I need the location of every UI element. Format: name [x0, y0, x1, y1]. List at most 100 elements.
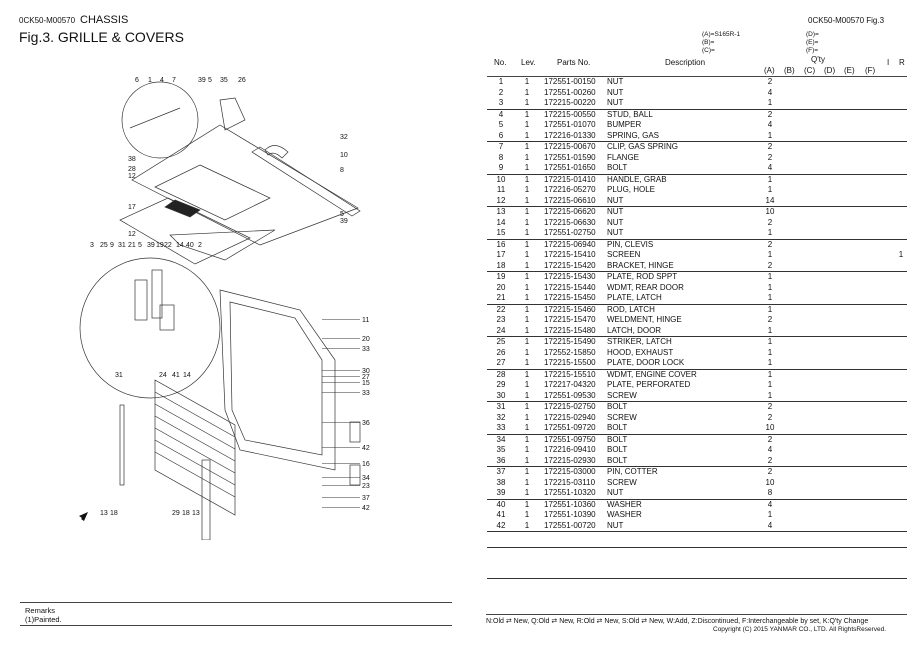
screen-panel: [119, 197, 251, 265]
cell-desc: NUT: [607, 520, 624, 530]
col-a: (A): [764, 66, 775, 75]
cell-pn: 172215-15490: [544, 337, 596, 346]
cell-lev: 1: [524, 445, 530, 454]
cell-a: 2: [767, 142, 773, 151]
cell-lev: 1: [524, 369, 530, 379]
cell-no: 12: [496, 195, 506, 205]
model-legend-left: (A)=S165R-1 (B)= (C)=: [702, 31, 740, 55]
cover-edge: [251, 146, 361, 217]
cell-a: 4: [767, 499, 773, 509]
callout-label: 10: [340, 152, 348, 159]
cell-lev: 1: [524, 195, 530, 205]
callout-label: 17: [128, 204, 136, 211]
cell-pn: 172216-05270: [544, 185, 596, 194]
cell-pn: 172552-15850: [544, 347, 596, 357]
cell-no: 23: [496, 315, 506, 324]
cell-pn: 172551-09530: [544, 390, 596, 400]
cell-pn: 172551-01590: [544, 152, 596, 162]
cell-desc: HANDLE, GRAB: [607, 174, 667, 184]
cell-lev: 1: [524, 293, 530, 302]
cell-pn: 172215-02750: [544, 402, 596, 411]
col-parts-no: Parts No.: [557, 58, 591, 67]
cell-no: 27: [496, 358, 506, 367]
exhaust-hood: [219, 97, 246, 131]
document-code: 0CK50-M00570: [19, 16, 76, 25]
cell-no: 26: [496, 347, 506, 357]
callout-label: 24: [159, 372, 167, 379]
cell-a: 1: [767, 358, 773, 367]
trim-strip-left: [119, 404, 125, 486]
louver-panel: [154, 379, 236, 516]
cell-a: 2: [767, 77, 773, 86]
cell-desc: BUMPER: [607, 120, 642, 129]
cell-pn: 172551-00720: [544, 520, 596, 530]
cell-no: 1: [498, 77, 504, 86]
cell-pn: 172215-15480: [544, 325, 596, 335]
cell-lev: 1: [524, 282, 530, 292]
callout-label: 34: [362, 475, 370, 482]
detail-circle-left: [79, 257, 221, 399]
cell-no: 11: [496, 185, 506, 194]
cell-pn: 172551-09720: [544, 423, 596, 432]
col-r: R: [899, 58, 905, 67]
cell-no: 22: [496, 304, 506, 314]
cell-no: 38: [496, 477, 506, 487]
cell-desc: NUT: [607, 228, 624, 237]
col-e: (E): [844, 66, 855, 75]
cell-lev: 1: [524, 315, 530, 324]
cell-pn: 172551-00260: [544, 87, 596, 97]
cell-desc: NUT: [607, 77, 624, 86]
cell-lev: 1: [524, 250, 530, 259]
cell-lev: 1: [524, 130, 530, 140]
cell-desc: WELDMENT, HINGE: [607, 315, 682, 324]
cell-a: 2: [767, 260, 773, 270]
callout-label: 15: [362, 380, 370, 387]
cell-desc: PLATE, LATCH: [607, 293, 662, 302]
cell-lev: 1: [524, 390, 530, 400]
cell-lev: 1: [524, 499, 530, 509]
cell-lev: 1: [524, 520, 530, 530]
copyright: Copyright (C) 2015 YANMAR CO., LTD. All …: [713, 626, 887, 633]
callout-label: 22: [164, 242, 172, 249]
cell-no: 37: [496, 467, 506, 476]
cell-lev: 1: [524, 304, 530, 314]
table-header: No. Lev. Parts No. Description Q'ty (A) …: [487, 54, 907, 77]
callout-label: 32: [340, 134, 348, 141]
cell-no: 20: [496, 282, 506, 292]
cell-a: 4: [767, 87, 773, 97]
cell-a: 14: [765, 195, 775, 205]
cell-desc: CLIP, GAS SPRING: [607, 142, 678, 151]
cell-pn: 172217-04320: [544, 380, 596, 389]
cell-no: 2: [498, 87, 504, 97]
cell-desc: BOLT: [607, 402, 628, 411]
callout-label: 37: [362, 495, 370, 502]
cell-pn: 172215-00670: [544, 142, 596, 151]
cell-a: 1: [767, 293, 773, 302]
cell-desc: NUT: [607, 217, 624, 227]
cell-desc: WASHER: [607, 510, 642, 519]
cell-a: 1: [767, 369, 773, 379]
callout-label: 21: [128, 242, 136, 249]
cell-desc: PLATE, ROD SPPT: [607, 272, 678, 281]
cell-no: 36: [496, 455, 506, 465]
cell-desc: SCREW: [607, 390, 637, 400]
cell-lev: 1: [524, 207, 530, 216]
cell-no: 19: [496, 272, 506, 281]
cell-no: 29: [496, 380, 506, 389]
model-f: (F)=: [806, 47, 819, 54]
cell-desc: SCREW: [607, 412, 637, 422]
col-f: (F): [865, 66, 876, 75]
